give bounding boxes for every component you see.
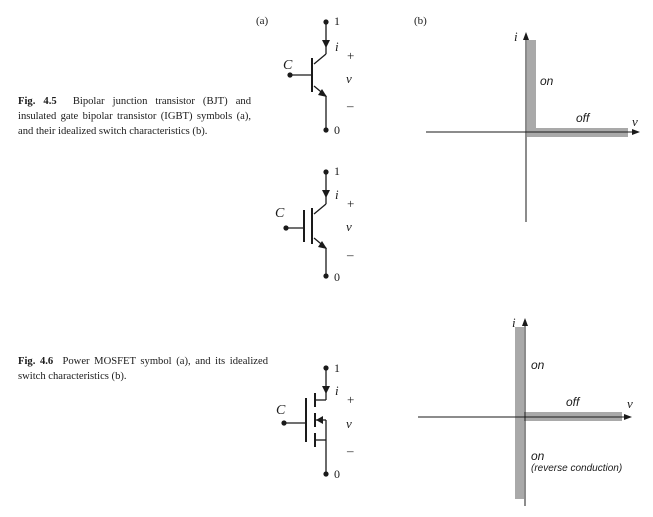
mosfet-symbol bbox=[281, 365, 330, 477]
igbt-terminal-top: 1 bbox=[334, 164, 340, 178]
bjt-plus-sign: + bbox=[347, 48, 355, 63]
bjt-voltage-label: v bbox=[346, 71, 352, 86]
bjt-char-v-axis-label: v bbox=[632, 114, 638, 129]
igbt-minus-sign: – bbox=[347, 247, 354, 262]
bjt-char-i-axis-label: i bbox=[514, 29, 518, 44]
mosfet-terminal-bottom: 0 bbox=[334, 467, 340, 481]
mosfet-char-reverse-note: (reverse conduction) bbox=[531, 463, 623, 474]
panel-label-a: (a) bbox=[256, 15, 269, 27]
fig-4-6-caption-text: Power MOSFET symbol (a), and its idealiz… bbox=[18, 356, 269, 382]
switch-characteristic-mosfet bbox=[418, 318, 632, 506]
bjt-terminal-top: 1 bbox=[334, 14, 340, 28]
mosfet-terminal-top: 1 bbox=[334, 361, 340, 375]
mosfet-voltage-label: v bbox=[346, 416, 352, 431]
igbt-gate-label: C bbox=[275, 206, 285, 221]
panel-label-b: (b) bbox=[414, 15, 427, 27]
mosfet-char-i-axis-label: i bbox=[512, 315, 516, 330]
igbt-voltage-label: v bbox=[346, 219, 352, 234]
mosfet-char-reverse-on-label: on bbox=[531, 449, 545, 463]
bjt-symbol bbox=[287, 19, 330, 133]
fig-4-6-caption: Fig. 4.6 Power MOSFET symbol (a), and it… bbox=[18, 354, 268, 384]
igbt-current-label: i bbox=[335, 187, 339, 202]
igbt-symbol bbox=[283, 169, 330, 279]
mosfet-plus-sign: + bbox=[347, 392, 355, 407]
bjt-current-label: i bbox=[335, 39, 339, 54]
mosfet-char-on-label: on bbox=[531, 358, 545, 372]
mosfet-char-v-axis-label: v bbox=[627, 396, 633, 411]
mosfet-minus-sign: – bbox=[347, 443, 354, 458]
fig-4-6-number: Fig. 4.6 bbox=[18, 356, 54, 367]
fig-4-5-caption-text: Bipolar junction transistor (BJT) and in… bbox=[18, 96, 252, 137]
bjt-char-off-label: off bbox=[576, 111, 590, 125]
mosfet-char-off-label: off bbox=[566, 395, 580, 409]
mosfet-gate-label: C bbox=[276, 403, 286, 418]
igbt-plus-sign: + bbox=[347, 196, 355, 211]
switch-characteristic-bjt bbox=[426, 32, 640, 222]
bjt-gate-label: C bbox=[283, 58, 293, 73]
bjt-terminal-bottom: 0 bbox=[334, 123, 340, 137]
igbt-terminal-bottom: 0 bbox=[334, 270, 340, 284]
mosfet-current-label: i bbox=[335, 383, 339, 398]
fig-4-5-caption: Fig. 4.5 Bipolar junction transistor (BJ… bbox=[18, 94, 251, 139]
fig-4-5-number: Fig. 4.5 bbox=[18, 96, 57, 107]
bjt-minus-sign: – bbox=[347, 98, 354, 113]
bjt-char-on-label: on bbox=[540, 74, 554, 88]
on-band bbox=[527, 40, 536, 136]
